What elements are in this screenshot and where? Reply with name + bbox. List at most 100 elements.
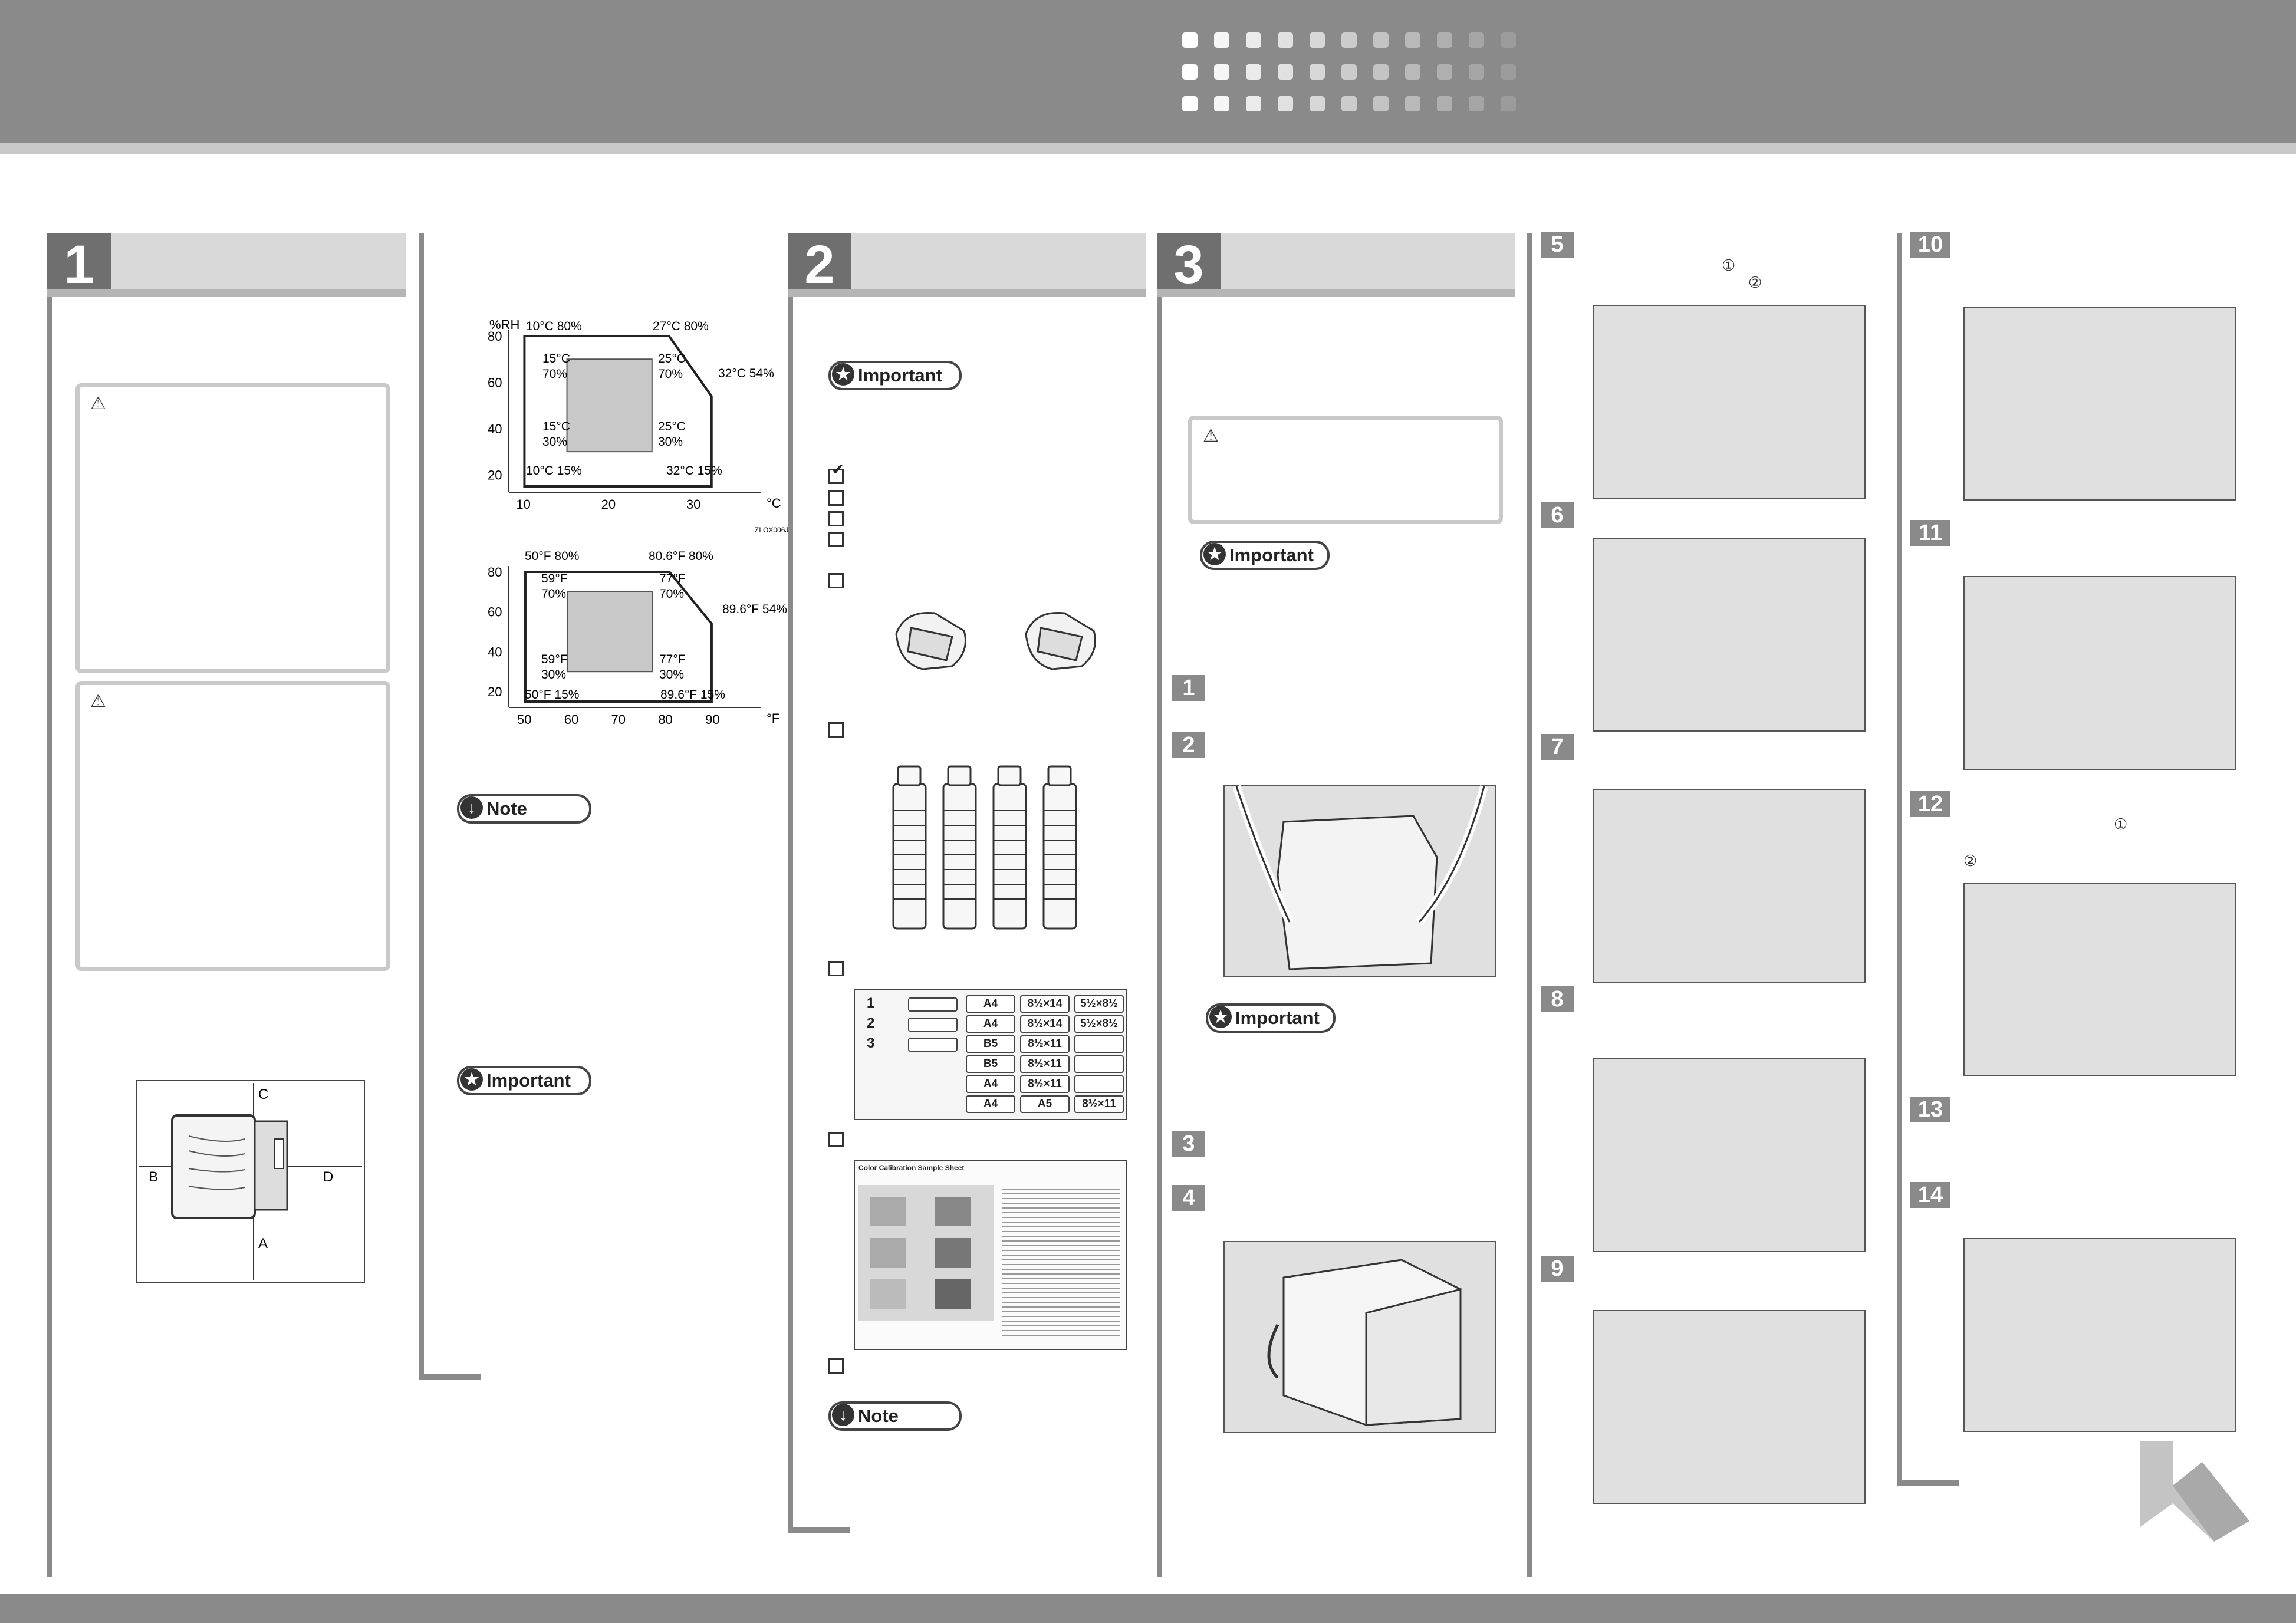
paper-size-cell	[1074, 1055, 1124, 1073]
header-dot	[1246, 96, 1261, 111]
page-header	[0, 0, 2296, 143]
checklist-box	[828, 1132, 844, 1147]
tray-label-field	[908, 1038, 958, 1052]
outer-point-label: 27°C 80%	[653, 320, 709, 333]
header-dot	[1341, 96, 1357, 111]
inner-point-label: 77°F	[659, 653, 686, 666]
checklist-box	[828, 722, 844, 738]
x-tick-label: 30	[686, 497, 700, 512]
step-6-illustration	[1593, 538, 1866, 732]
header-dot	[1437, 32, 1452, 48]
x-tick-label: 70	[611, 712, 626, 727]
header-dot	[1373, 96, 1389, 111]
y-axis-label: %RH	[489, 317, 519, 332]
checklist-box	[828, 573, 844, 588]
inner-point-label: 70%	[659, 587, 684, 601]
header-dot	[1278, 64, 1293, 80]
header-dot	[1501, 32, 1516, 48]
tray-label-field	[908, 1018, 958, 1032]
header-dot	[1310, 64, 1325, 80]
step-9-illustration	[1593, 1310, 1866, 1504]
header-dot	[1405, 64, 1420, 80]
paper-size-cell: 5½×8½	[1074, 995, 1124, 1013]
checklist-box-checked: ✔	[828, 462, 844, 484]
header-dot	[1501, 64, 1516, 80]
paper-size-cell: 8½×11	[1020, 1075, 1070, 1093]
outer-point-label: 80.6°F 80%	[649, 549, 713, 563]
tray-number: 3	[867, 1035, 875, 1051]
paper-size-cell: A4	[966, 995, 1015, 1013]
column-rule	[1897, 233, 1902, 1486]
toner-bottles-illustration	[892, 765, 1077, 930]
outer-point-label: 32°C 54%	[718, 367, 774, 380]
marker-1: ①	[2114, 815, 2128, 833]
section-underline	[47, 289, 406, 297]
y-tick-label: 20	[488, 468, 502, 482]
marker-1: ①	[1722, 256, 1736, 274]
header-dot	[1214, 32, 1229, 48]
paper-size-cell: 8½×14	[1020, 1015, 1070, 1033]
recommended-range-box	[567, 591, 653, 673]
open-front-cover-illustration	[1223, 1241, 1496, 1433]
star-icon: ★	[832, 363, 854, 386]
header-dot	[1405, 32, 1420, 48]
x-tick-label: 10	[516, 497, 530, 512]
recommended-range-box	[566, 358, 653, 453]
tray-label-field	[908, 997, 958, 1012]
paper-size-cell: 8½×11	[1074, 1095, 1124, 1113]
paper-size-cell: A4	[966, 1015, 1015, 1033]
tray-number: 1	[867, 995, 875, 1011]
y-tick-label: 80	[488, 565, 502, 580]
header-dot	[1373, 32, 1389, 48]
header-dot	[1341, 64, 1357, 80]
header-dot	[1310, 96, 1325, 111]
section-number: 2	[788, 233, 851, 297]
outer-point-label: 89.6°F 15%	[660, 688, 725, 702]
header-dot	[1469, 96, 1484, 111]
column-rule	[1157, 233, 1162, 1577]
ferrite-core-illustration	[895, 611, 1096, 670]
inner-point-label: 30%	[542, 435, 567, 449]
header-dot	[1182, 32, 1198, 48]
note-label: ↓Note	[457, 794, 591, 824]
header-dot	[1469, 32, 1484, 48]
step-number: 12	[1910, 791, 1950, 817]
section-underline	[1157, 289, 1515, 297]
outer-point-label: 50°F 80%	[525, 549, 579, 563]
header-band	[0, 143, 2296, 154]
outer-point-label: 89.6°F 54%	[722, 603, 787, 616]
paper-size-cell	[1074, 1035, 1124, 1053]
step-number: 8	[1541, 986, 1574, 1012]
paper-size-cell: A5	[1020, 1095, 1070, 1113]
y-tick-label: 60	[488, 375, 502, 390]
inner-point-label: 70%	[658, 367, 683, 381]
clearance-diagram: C A B D	[136, 1080, 365, 1283]
warning-box: ⚠	[75, 681, 390, 971]
page-footer	[0, 1594, 2296, 1623]
warning-icon: ⚠	[1203, 426, 1219, 446]
star-icon: ★	[1209, 1006, 1232, 1028]
note-arrow-icon: ↓	[832, 1404, 854, 1426]
header-dot	[1182, 64, 1198, 80]
step-number: 9	[1541, 1256, 1574, 1282]
section-number: 3	[1157, 233, 1221, 297]
step-12-illustration	[1963, 883, 2236, 1076]
checklist-box	[828, 532, 844, 547]
header-dot	[1278, 96, 1293, 111]
x-unit-label: °F	[767, 711, 779, 726]
calibration-text-block	[1002, 1185, 1120, 1338]
important-text: Important	[858, 365, 942, 386]
header-dot	[1437, 64, 1452, 80]
step-number: 5	[1541, 232, 1574, 258]
step-11-illustration	[1963, 576, 2236, 770]
important-text: Important	[486, 1070, 571, 1091]
column-rule	[47, 233, 52, 1577]
section-title-bar	[1221, 233, 1515, 289]
inner-point-label: 77°F	[659, 572, 686, 585]
clearance-label-a: A	[258, 1236, 268, 1252]
inner-point-label: 59°F	[541, 572, 568, 585]
header-dot	[1310, 32, 1325, 48]
section-header-1: 1	[47, 233, 406, 297]
